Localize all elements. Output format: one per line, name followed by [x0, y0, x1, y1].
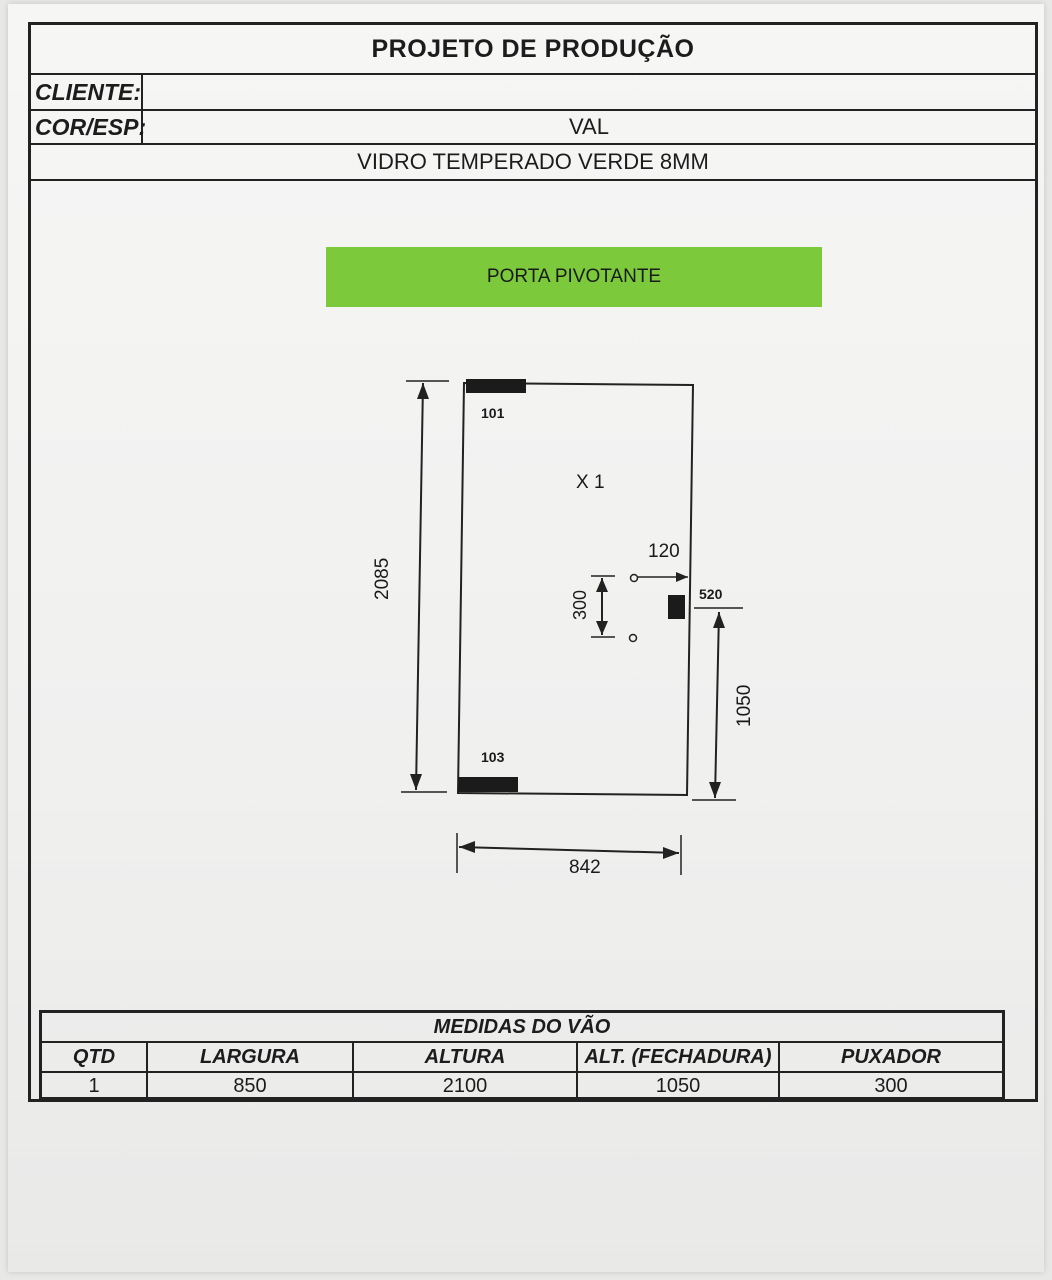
quantity-mark: X 1 [576, 472, 605, 493]
lock-height-arrow-top [713, 612, 725, 628]
header-largura: LARGURA [148, 1043, 354, 1073]
color-row: COR/ESP: VAL [31, 109, 1035, 143]
handle-arrow-bottom [596, 621, 608, 635]
top-pivot-fitting [466, 379, 526, 393]
form-title: PROJETO DE PRODUÇÃO [371, 34, 695, 63]
door-panel-outline [456, 381, 695, 797]
table-caption: MEDIDAS DO VÃO [42, 1013, 1002, 1043]
client-label: CLIENTE: [31, 75, 143, 109]
lock-fitting [668, 595, 685, 619]
lock-label: 520 [699, 586, 723, 602]
height-dimension-line [415, 382, 424, 791]
height-arrow-top [417, 383, 429, 399]
height-label: 2085 [372, 558, 393, 600]
lock-height-label: 1050 [734, 685, 755, 727]
bottom-pivot-fitting [458, 777, 518, 792]
handle-offset-label: 120 [648, 541, 680, 562]
width-arrow-left [459, 841, 475, 853]
client-value-text: VAL [569, 114, 609, 139]
opening-measurements-table: MEDIDAS DO VÃO QTD LARGURA ALTURA ALT. (… [39, 1010, 1005, 1100]
lock-height-arrow-bottom [709, 782, 721, 798]
header-alt-fechadura: ALT. (FECHADURA) [578, 1043, 780, 1073]
cell-alt-fechadura: 1050 [578, 1073, 780, 1100]
header-puxador: PUXADOR [780, 1043, 1002, 1073]
cell-largura: 850 [148, 1073, 354, 1100]
width-arrow-right [663, 847, 679, 859]
header-qtd: QTD [42, 1043, 148, 1073]
height-arrow-bottom [410, 774, 422, 790]
production-form: PROJETO DE PRODUÇÃO CLIENTE: COR/ESP: VA… [28, 22, 1038, 1102]
door-drawing: 101 103 X 1 2085 842 [372, 379, 755, 878]
cell-altura: 2100 [354, 1073, 578, 1100]
top-pivot-label: 101 [481, 405, 505, 421]
width-dimension-line [458, 846, 680, 854]
glass-row: VIDRO TEMPERADO VERDE 8MM [31, 143, 1035, 181]
handle-spacing-label: 300 [570, 590, 590, 620]
color-value: VIDRO TEMPERADO VERDE 8MM [357, 149, 709, 174]
cell-puxador: 300 [874, 1075, 908, 1097]
handle-offset-arrow [676, 572, 688, 582]
bottom-pivot-label: 103 [481, 749, 505, 765]
paper-sheet: PROJETO DE PRODUÇÃO CLIENTE: COR/ESP: VA… [8, 4, 1044, 1272]
cell-qtd: 1 [42, 1073, 148, 1100]
product-type-banner: PORTA PIVOTANTE [326, 247, 822, 307]
lock-height-line [714, 611, 720, 799]
handle-hole-top [629, 573, 639, 583]
color-label: COR/ESP: [31, 111, 146, 143]
handle-hole-bottom [628, 633, 638, 643]
width-label: 842 [569, 857, 601, 878]
handle-arrow-top [596, 578, 608, 592]
header-altura: ALTURA [354, 1043, 578, 1073]
client-row: CLIENTE: [31, 73, 1035, 109]
